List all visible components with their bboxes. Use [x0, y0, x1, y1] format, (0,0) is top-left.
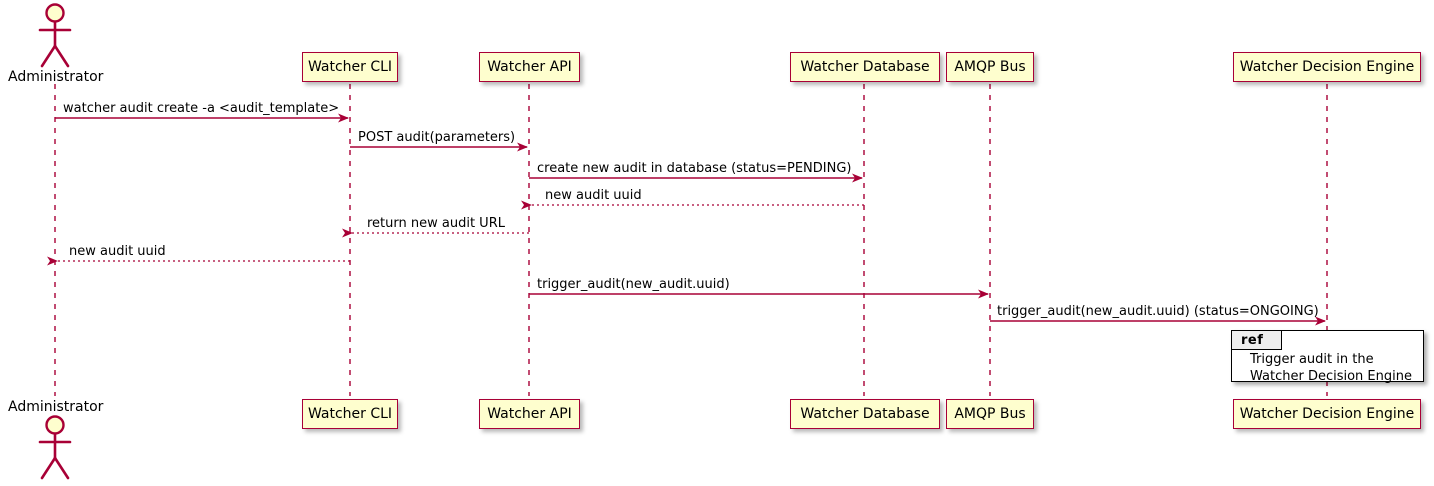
participant-cli-top[interactable]: Watcher CLI	[302, 52, 398, 82]
message-label-4: return new audit URL	[367, 216, 505, 231]
participant-label: AMQP Bus	[954, 59, 1026, 75]
participant-wde-bottom[interactable]: Watcher Decision Engine	[1233, 399, 1421, 429]
actor-glyphs-group	[38, 3, 72, 480]
participant-label: Watcher Decision Engine	[1239, 406, 1415, 422]
participant-label: AMQP Bus	[954, 406, 1026, 422]
ref-fragment-body: Trigger audit in the Watcher Decision En…	[1250, 351, 1412, 385]
message-label-6: trigger_audit(new_audit.uuid)	[537, 277, 730, 292]
message-label-0: watcher audit create -a <audit_template>	[63, 101, 340, 116]
participant-api-top[interactable]: Watcher API	[479, 52, 580, 82]
participant-label: Watcher Database	[800, 59, 930, 75]
ref-fragment: ref Trigger audit in the Watcher Decisio…	[1231, 330, 1424, 385]
participant-label: Watcher Database	[800, 406, 930, 422]
participant-label: Watcher CLI	[307, 59, 393, 75]
participant-label: Watcher CLI	[307, 406, 393, 422]
lifelines-group	[54, 84, 1328, 396]
participant-label: Watcher Decision Engine	[1239, 59, 1415, 75]
actor-label-administrator-top: Administrator	[8, 69, 104, 85]
actor-figure-administrator-top	[38, 3, 72, 68]
ref-fragment-line-2: Watcher Decision Engine	[1250, 369, 1412, 384]
actor-figure-administrator-bottom	[38, 415, 72, 480]
ref-fragment-tab: ref	[1232, 331, 1282, 350]
message-label-5: new audit uuid	[69, 244, 166, 259]
message-label-1: POST audit(parameters)	[358, 130, 516, 145]
participant-db-bottom[interactable]: Watcher Database	[790, 399, 940, 429]
participant-label: Watcher API	[487, 406, 572, 422]
ref-fragment-line-1: Trigger audit in the	[1250, 352, 1374, 367]
participant-wde-top[interactable]: Watcher Decision Engine	[1233, 52, 1421, 82]
participant-api-bottom[interactable]: Watcher API	[479, 399, 580, 429]
actor-label-administrator-bottom: Administrator	[8, 399, 104, 415]
participant-amqp-top[interactable]: AMQP Bus	[946, 52, 1034, 82]
participant-cli-bottom[interactable]: Watcher CLI	[302, 399, 398, 429]
participant-label: Watcher API	[487, 59, 572, 75]
message-arrows-group	[47, 113, 1326, 326]
message-label-2: create new audit in database (status=PEN…	[537, 161, 852, 176]
message-label-3: new audit uuid	[545, 188, 642, 203]
participant-db-top[interactable]: Watcher Database	[790, 52, 940, 82]
message-label-7: trigger_audit(new_audit.uuid) (status=ON…	[997, 304, 1319, 319]
ref-fragment-keyword: ref	[1241, 332, 1264, 348]
participant-amqp-bottom[interactable]: AMQP Bus	[946, 399, 1034, 429]
